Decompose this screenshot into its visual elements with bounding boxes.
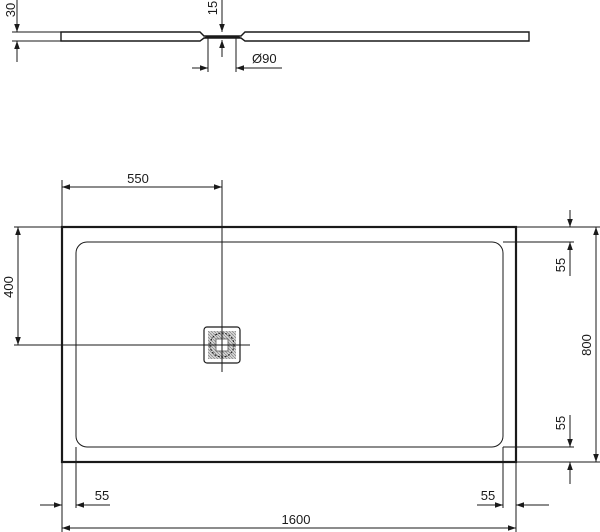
dim-border-top: 55 — [553, 258, 568, 272]
dim-drain-offset-y: 400 — [1, 276, 16, 298]
plan-view: 550 400 55 55 800 55 55 — [1, 171, 600, 532]
dim-drain-offset-x: 550 — [127, 171, 149, 186]
side-view-slab — [60, 31, 530, 42]
side-view: 30 15 Ø90 — [3, 0, 530, 72]
dim-width: 800 — [579, 334, 594, 356]
dim-border-right: 55 — [481, 488, 495, 503]
dim-border-left: 55 — [95, 488, 109, 503]
dim-border-bottom: 55 — [553, 416, 568, 430]
dim-drain-depth: 15 — [205, 1, 220, 15]
dim-thickness: 30 — [3, 3, 18, 17]
side-view-drain — [199, 36, 246, 42]
dim-length: 1600 — [282, 512, 311, 527]
dim-drain-diameter: Ø90 — [252, 51, 277, 66]
